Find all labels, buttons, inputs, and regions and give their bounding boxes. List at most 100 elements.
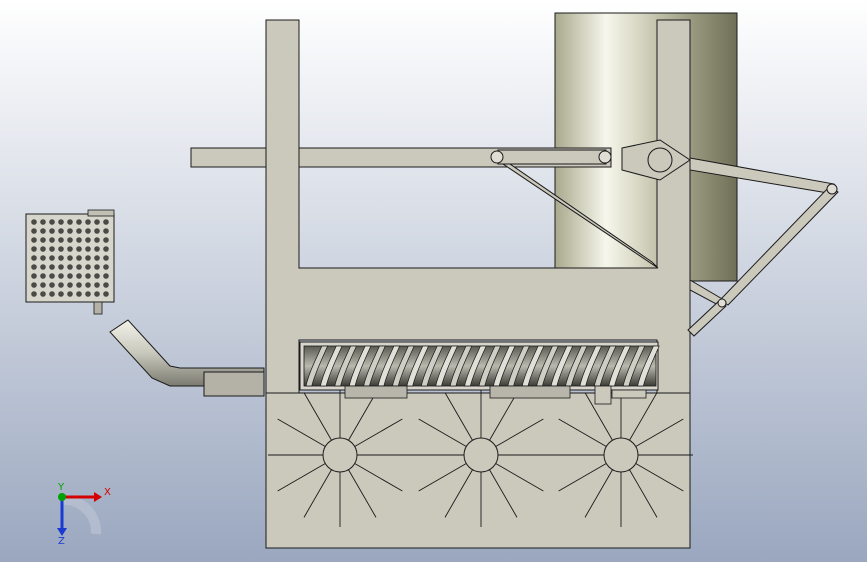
auger-thread bbox=[492, 345, 516, 387]
paddle-spoke bbox=[303, 469, 332, 518]
filter-hole bbox=[103, 273, 109, 279]
filter-hole bbox=[103, 282, 109, 288]
paddle-spoke bbox=[418, 418, 467, 447]
filter-hole bbox=[85, 291, 91, 297]
filter-hole bbox=[58, 291, 64, 297]
auger-thread bbox=[464, 345, 487, 387]
auger-thread bbox=[305, 345, 329, 387]
filter-hole bbox=[103, 255, 109, 261]
filter-hole bbox=[103, 246, 109, 252]
paddle-spoke bbox=[444, 469, 473, 518]
filter-hole bbox=[40, 237, 46, 243]
filter-hole bbox=[67, 264, 73, 270]
paddle-hub bbox=[603, 437, 639, 473]
filter-hole bbox=[49, 237, 55, 243]
paddle-spoke bbox=[558, 418, 607, 447]
filter-hole bbox=[94, 255, 100, 261]
filter-hole bbox=[49, 273, 55, 279]
filter-hole bbox=[31, 255, 37, 261]
filter-hole bbox=[85, 264, 91, 270]
filter-hole bbox=[40, 255, 46, 261]
filter-hole bbox=[31, 228, 37, 234]
filter-hole bbox=[31, 273, 37, 279]
axis-x-label: X bbox=[104, 487, 111, 498]
filter-hole bbox=[85, 219, 91, 225]
filter-hole bbox=[103, 237, 109, 243]
filter-hole bbox=[67, 237, 73, 243]
filter-hole bbox=[94, 264, 100, 270]
filter-hole bbox=[40, 273, 46, 279]
auger-thread bbox=[319, 345, 343, 387]
filter-hole bbox=[76, 264, 82, 270]
filter-hole bbox=[49, 282, 55, 288]
filter-hole bbox=[85, 237, 91, 243]
filter-hole bbox=[67, 273, 73, 279]
filter-hole bbox=[76, 273, 82, 279]
filter-hole bbox=[103, 291, 109, 297]
filter-hole bbox=[40, 246, 46, 252]
paddle-spoke bbox=[354, 418, 403, 447]
filter-hole bbox=[40, 219, 46, 225]
filter-hole bbox=[31, 291, 37, 297]
filter-hole bbox=[67, 228, 73, 234]
paddle-spoke bbox=[418, 463, 467, 492]
paddle-spoke bbox=[584, 392, 613, 441]
auger-thread bbox=[579, 345, 603, 387]
filter-hole bbox=[31, 237, 37, 243]
filter-hole bbox=[94, 246, 100, 252]
auger-thread bbox=[449, 345, 473, 387]
filter-hole bbox=[40, 264, 46, 270]
axis-triad: X Y Z bbox=[57, 482, 111, 547]
auger-thread bbox=[622, 345, 646, 387]
paddle-spoke bbox=[558, 463, 607, 492]
filter-hole bbox=[103, 219, 109, 225]
auger-thread bbox=[406, 345, 430, 387]
perforated-filter bbox=[25, 209, 115, 315]
paddle-hub bbox=[322, 437, 358, 473]
filter-hole bbox=[76, 291, 82, 297]
axis-y-label: Y bbox=[57, 482, 65, 493]
filter-hole bbox=[76, 246, 82, 252]
paddle-spoke bbox=[489, 469, 518, 518]
filter-hole bbox=[58, 273, 64, 279]
paddle-spoke bbox=[584, 469, 613, 518]
paddle-spoke bbox=[277, 463, 326, 492]
paddle-spoke bbox=[635, 463, 684, 492]
filter-hole bbox=[67, 219, 73, 225]
radial-paddle-wheels bbox=[268, 383, 693, 527]
filter-hole bbox=[49, 246, 55, 252]
filter-hole bbox=[40, 228, 46, 234]
paddle-spoke bbox=[444, 392, 473, 441]
paddle-spoke bbox=[348, 469, 377, 518]
filter-hole bbox=[94, 219, 100, 225]
axis-z-label: Z bbox=[58, 536, 65, 547]
filter-hole bbox=[58, 264, 64, 270]
auger-thread bbox=[478, 345, 502, 387]
auger-thread bbox=[565, 345, 588, 387]
auger-thread bbox=[420, 345, 444, 387]
auger-thread bbox=[435, 345, 458, 387]
auger-thread bbox=[593, 345, 617, 387]
filter-hole bbox=[67, 255, 73, 261]
filter-hole bbox=[85, 273, 91, 279]
filter-hole bbox=[40, 282, 46, 288]
crank-linkage bbox=[490, 139, 839, 337]
filter-hole bbox=[58, 219, 64, 225]
filter-hole bbox=[58, 228, 64, 234]
filter-hole bbox=[58, 282, 64, 288]
filter-hole bbox=[40, 291, 46, 297]
paddle-spoke bbox=[635, 418, 684, 447]
paddle-hub bbox=[463, 437, 499, 473]
auger-thread bbox=[377, 345, 401, 387]
auger-thread bbox=[637, 345, 660, 387]
filter-hole bbox=[31, 282, 37, 288]
paddle-spoke bbox=[354, 463, 403, 492]
filter-hole bbox=[49, 255, 55, 261]
auger-thread bbox=[536, 345, 559, 387]
filter-hole bbox=[31, 246, 37, 252]
filter-hole bbox=[76, 282, 82, 288]
paddle-spoke bbox=[303, 392, 332, 441]
filter-hole bbox=[67, 246, 73, 252]
